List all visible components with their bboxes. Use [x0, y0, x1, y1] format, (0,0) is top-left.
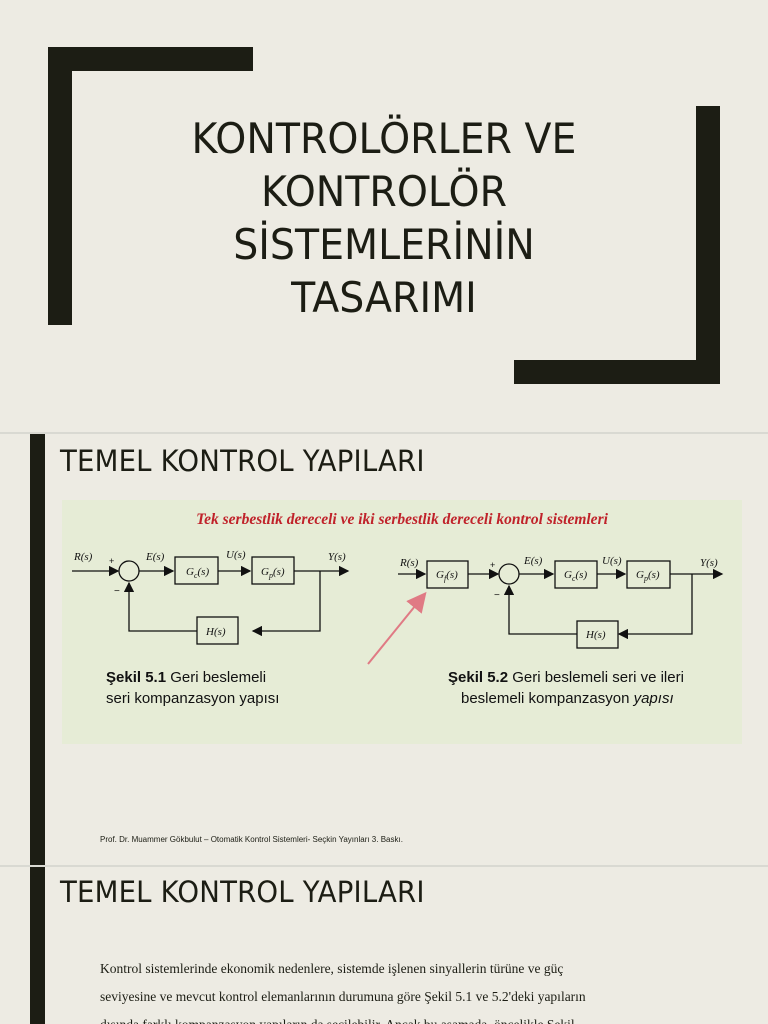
- gp-label-right: Gp(s): [636, 569, 660, 583]
- diagram-5-2: [398, 560, 724, 649]
- signal-e-left: E(s): [145, 551, 165, 563]
- slide-title: KONTROLÖRLER VE KONTROLÖR SİSTEMLERİNİN …: [136, 112, 632, 324]
- signal-y-right: Y(s): [700, 557, 718, 569]
- summing-junction: [118, 560, 140, 582]
- gc-label-right: Gc(s): [564, 569, 587, 583]
- h-block: [196, 616, 239, 645]
- accent-bar: [30, 434, 45, 865]
- gf-label-right: Gf(s): [436, 569, 458, 583]
- sum-minus-right: −: [494, 590, 500, 601]
- gf-block: [426, 560, 469, 589]
- bracket-bottom-right-vertical: [696, 106, 720, 384]
- gc-label-left: Gc(s): [186, 566, 209, 580]
- caption-5-1-line1: Şekil 5.1 Geri beslemeli: [106, 669, 266, 686]
- h-block: [576, 620, 619, 649]
- slide-heading: TEMEL KONTROL YAPILARI: [60, 444, 425, 478]
- gp-label-left: Gp(s): [261, 566, 285, 580]
- control-structures-slide[interactable]: TEMEL KONTROL YAPILARI Tek serbestlik de…: [0, 434, 768, 865]
- h-label-left: H(s): [205, 626, 226, 638]
- summing-junction: [498, 563, 520, 585]
- highlight-arrow: [367, 591, 427, 665]
- signal-u-left: U(s): [226, 549, 246, 561]
- bracket-top-left-vertical: [48, 47, 72, 325]
- diagram-5-1: [72, 556, 350, 645]
- caption-5-2-line2: beslemeli kompanzasyon yapısı: [461, 690, 674, 707]
- sum-plus-right: +: [490, 560, 495, 570]
- gc-block: [554, 560, 598, 589]
- caption-5-1-line2: seri kompanzasyon yapısı: [106, 690, 279, 707]
- citation: Prof. Dr. Muammer Gökbulut – Otomatik Ko…: [100, 835, 403, 844]
- paragraph-line-2: seviyesine ve mevcut kontrol elemanların…: [100, 989, 586, 1004]
- signal-e-right: E(s): [523, 555, 543, 567]
- control-structures-text-slide[interactable]: TEMEL KONTROL YAPILARI Kontrol sistemler…: [0, 867, 768, 1024]
- sum-plus-left: +: [109, 556, 114, 566]
- h-label-right: H(s): [585, 629, 606, 641]
- block-diagram-figure: Tek serbestlik dereceli ve iki serbestli…: [62, 500, 742, 744]
- sum-minus-left: −: [114, 586, 120, 597]
- title-slide[interactable]: KONTROLÖRLER VE KONTROLÖR SİSTEMLERİNİN …: [0, 0, 768, 432]
- signal-r-right: R(s): [399, 557, 419, 569]
- title-line-2: KONTROLÖR: [260, 167, 508, 216]
- paragraph-line-3: dışında farklı kompanzasyon yapıların da…: [100, 1011, 720, 1024]
- title-line-3: SİSTEMLERİNİN: [233, 220, 535, 269]
- signal-r-left: R(s): [73, 551, 93, 563]
- title-line-1: KONTROLÖRLER VE: [191, 114, 577, 163]
- paragraph-line-1: Kontrol sistemlerinde ekonomik nedenlere…: [100, 961, 564, 976]
- slide-heading: TEMEL KONTROL YAPILARI: [60, 875, 425, 909]
- block-diagram-svg: Tek serbestlik dereceli ve iki serbestli…: [72, 511, 724, 707]
- title-line-4: TASARIMI: [291, 273, 477, 322]
- signal-y-left: Y(s): [328, 551, 346, 563]
- bracket-bottom-right-horizontal: [514, 360, 720, 384]
- figure-title: Tek serbestlik dereceli ve iki serbestli…: [196, 511, 609, 528]
- body-paragraph: Kontrol sistemlerinde ekonomik nedenlere…: [100, 955, 720, 1024]
- signal-u-right: U(s): [602, 555, 622, 567]
- bracket-top-left-horizontal: [48, 47, 253, 71]
- accent-bar: [30, 867, 45, 1024]
- caption-5-2-line1: Şekil 5.2 Geri beslemeli seri ve ileri: [448, 669, 684, 686]
